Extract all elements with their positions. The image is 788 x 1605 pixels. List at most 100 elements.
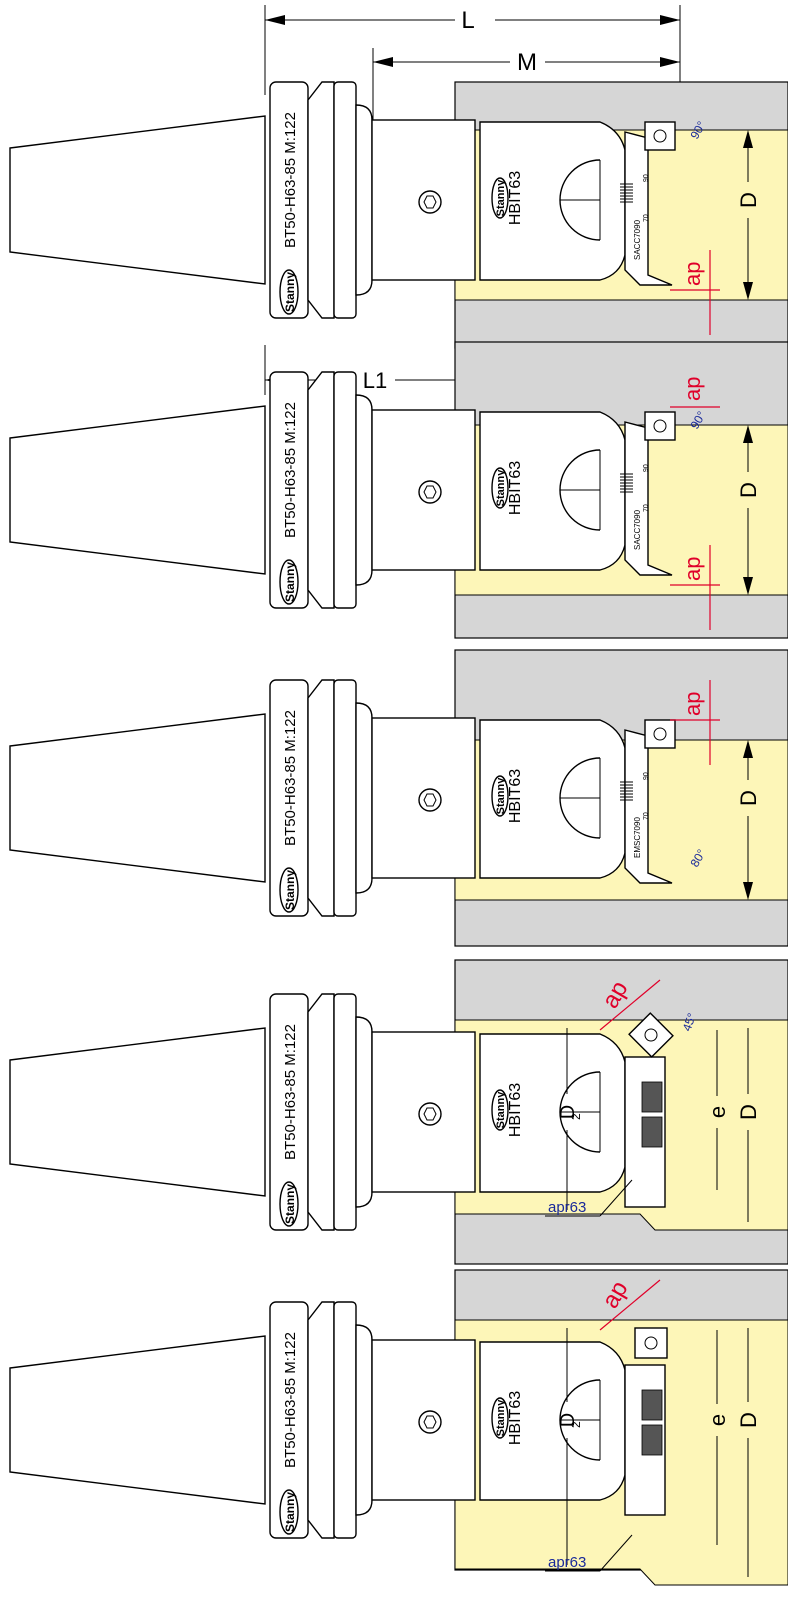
brand-badge: Stanny xyxy=(279,1181,299,1227)
set-screw xyxy=(418,1102,442,1126)
head-brand-oval xyxy=(491,775,509,817)
dim-e-label: e xyxy=(705,1414,730,1426)
ap-label: ap xyxy=(680,557,705,581)
brand-label: Stanny xyxy=(283,870,297,910)
brand-label: Stanny xyxy=(283,272,297,312)
v-groove xyxy=(307,993,335,1231)
angle-label: 45° xyxy=(680,1011,699,1033)
dim-D2-subscript: 2 xyxy=(569,1113,583,1120)
ap-label: ap xyxy=(680,262,705,286)
insert xyxy=(644,121,676,151)
dim-D-arrow xyxy=(743,282,753,300)
knurl-pad xyxy=(641,1424,663,1456)
dimension-L-label: L xyxy=(461,7,474,34)
head-model-label: HBIT63 xyxy=(507,171,524,225)
head-brand-badge: Stanny xyxy=(491,467,509,509)
insert xyxy=(628,1012,674,1058)
dim-D2-subscript: 2 xyxy=(569,1421,583,1428)
v-groove xyxy=(307,371,335,609)
head-brand-badge: Stanny xyxy=(491,1397,509,1439)
head-model-label: HBIT63 xyxy=(507,769,524,823)
scale-70: 70 xyxy=(643,504,650,512)
head-brand-label: Stanny xyxy=(495,179,507,217)
head-brand-label: Stanny xyxy=(495,469,507,507)
hex-socket-icon xyxy=(423,195,437,209)
brand-oval xyxy=(279,1489,299,1535)
dim-D-label: D xyxy=(736,482,761,498)
adapter-label: apr63 xyxy=(548,1199,586,1216)
dim-D-label: D xyxy=(736,1412,761,1428)
dimension-M-label: M xyxy=(517,49,537,76)
hex-socket-icon xyxy=(423,1415,437,1429)
holder-label: BT50-H63-85 M:122 xyxy=(282,1332,299,1468)
neck xyxy=(355,104,373,296)
brand-label: Stanny xyxy=(283,562,297,602)
dim-D-arrow xyxy=(743,740,753,758)
ap-line xyxy=(599,1279,661,1331)
brand-badge: Stanny xyxy=(279,1489,299,1535)
dim-D-arrow xyxy=(743,882,753,900)
hex-socket-icon xyxy=(423,485,437,499)
scale-90: 90 xyxy=(643,772,650,780)
set-screw xyxy=(418,788,442,812)
insert-screw-icon xyxy=(644,1336,658,1350)
set-screw xyxy=(418,1410,442,1434)
head-brand-oval xyxy=(491,467,509,509)
knurl-pad xyxy=(641,1116,663,1148)
taper-shank xyxy=(9,115,266,285)
flange-ring xyxy=(333,81,357,319)
insert xyxy=(644,719,676,749)
head-brand-label: Stanny xyxy=(495,1091,507,1129)
brand-oval xyxy=(279,559,299,605)
holder-label: BT50-H63-85 M:122 xyxy=(282,402,299,538)
neck xyxy=(355,702,373,894)
ap-line xyxy=(599,979,661,1031)
head-brand-oval xyxy=(491,1397,509,1439)
dim-D-arrow xyxy=(743,425,753,443)
dim-D2-label: D xyxy=(557,1105,579,1119)
scale-90: 90 xyxy=(643,174,650,182)
dimension-L1-label: L1 xyxy=(363,368,387,393)
holder-label: BT50-H63-85 M:122 xyxy=(282,112,299,248)
scale-70: 70 xyxy=(643,214,650,222)
head-model-label: HBIT63 xyxy=(507,461,524,515)
taper-shank xyxy=(9,405,266,575)
brand-badge: Stanny xyxy=(279,269,299,315)
adapter-label: apr63 xyxy=(548,1554,586,1571)
adapter-leader xyxy=(599,1534,633,1572)
head-brand-oval xyxy=(491,1089,509,1131)
insert-screw-icon xyxy=(653,419,667,433)
dim-D-label: D xyxy=(736,790,761,806)
ap-label: ap xyxy=(680,692,705,716)
adapter-leader xyxy=(599,1179,633,1217)
dim-D-label: D xyxy=(736,192,761,208)
dimension-L: L xyxy=(264,5,681,140)
head-brand-badge: Stanny xyxy=(491,1089,509,1131)
knurl-pad xyxy=(641,1081,663,1113)
scale-70: 70 xyxy=(643,812,650,820)
insert-screw-icon xyxy=(644,1028,658,1042)
head-brand-badge: Stanny xyxy=(491,177,509,219)
head-brand-badge: Stanny xyxy=(491,775,509,817)
brand-label: Stanny xyxy=(283,1492,297,1532)
v-groove xyxy=(307,679,335,917)
neck xyxy=(355,394,373,586)
insert-screw-icon xyxy=(653,129,667,143)
taper-shank xyxy=(9,1027,266,1197)
insert xyxy=(634,1327,668,1359)
dim-D-arrow xyxy=(743,577,753,595)
holder-label: BT50-H63-85 M:122 xyxy=(282,710,299,846)
brand-badge: Stanny xyxy=(279,867,299,913)
taper-shank xyxy=(9,713,266,883)
dim-D-label: D xyxy=(736,1104,761,1120)
knurl-pad xyxy=(641,1389,663,1421)
taper-shank xyxy=(9,1335,266,1505)
flange-ring xyxy=(333,993,357,1231)
insert xyxy=(644,411,676,441)
holder-label: BT50-H63-85 M:122 xyxy=(282,1024,299,1160)
